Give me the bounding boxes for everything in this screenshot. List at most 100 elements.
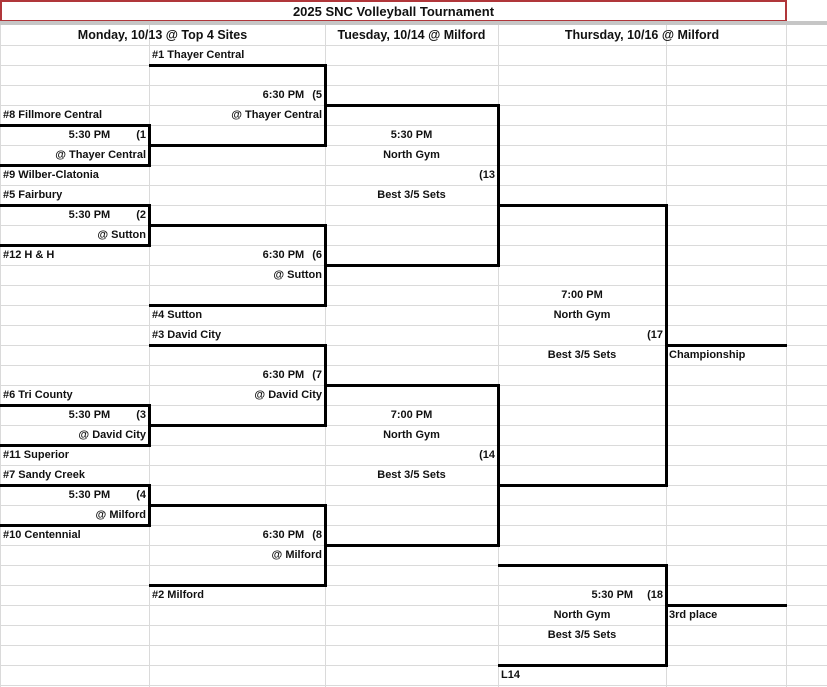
grid-row-line — [0, 225, 827, 226]
bracket-line — [149, 584, 327, 587]
game-time: 5:30 PM(3 — [0, 405, 149, 425]
team-slot[interactable]: #1 Thayer Central — [152, 49, 245, 61]
game-site: @ Sutton — [97, 229, 146, 241]
grid-row-line — [0, 645, 827, 646]
bracket-line — [0, 484, 151, 487]
game-format: Best 3/5 Sets — [377, 189, 446, 201]
time-text: 6:30 PM — [262, 249, 305, 261]
bracket-line — [0, 244, 151, 247]
game-number: (13 — [479, 169, 495, 181]
bracket-line — [497, 104, 500, 267]
grid-row-line — [0, 585, 827, 586]
grid-row-line — [0, 425, 827, 426]
game-time: 5:30 PM (2 — [0, 205, 149, 225]
grid-row-line — [0, 325, 827, 326]
grid-row-line — [0, 665, 827, 666]
bracket-line — [0, 204, 151, 207]
team-slot[interactable]: #4 Sutton — [152, 309, 203, 321]
grid-row-line — [0, 145, 827, 146]
team-slot[interactable]: #11 Superior — [3, 449, 70, 461]
bracket-line — [325, 544, 500, 547]
team-slot[interactable]: #3 David City — [152, 329, 222, 341]
bracket-line — [0, 444, 151, 447]
team-slot[interactable]: #9 Wilber-Clatonia — [3, 169, 99, 181]
game-number: (14 — [479, 449, 495, 461]
grid-row-line — [0, 345, 827, 346]
team-slot[interactable]: #6 Tri County — [3, 389, 73, 401]
bracket-line — [149, 304, 327, 307]
grid-row-line — [0, 605, 827, 606]
bracket-line — [666, 604, 787, 607]
game-time: 5:30 PM(4 — [0, 485, 149, 505]
grid-row-line — [0, 45, 827, 46]
time-text: 5:30 PM — [68, 209, 111, 221]
sheet-title: 2025 SNC Volleyball Tournament — [0, 0, 787, 22]
game-time: 6:30 PM(5 — [149, 85, 325, 105]
grid-row-line — [0, 245, 827, 246]
team-slot[interactable]: #10 Centennial — [3, 529, 81, 541]
bracket-line — [325, 104, 500, 107]
grid-row-line — [0, 365, 827, 366]
game-number: (4 — [136, 489, 146, 501]
team-slot[interactable]: #2 Milford — [152, 589, 204, 601]
game-site: @ Thayer Central — [55, 149, 146, 161]
game-site: @ Milford — [95, 509, 146, 521]
time-text: 5:30 PM — [68, 409, 111, 421]
bracket-line — [0, 404, 151, 407]
grid-row-line — [0, 185, 827, 186]
bracket-line — [498, 204, 668, 207]
grid-row-line — [0, 205, 827, 206]
header-thursday: Thursday, 10/16 @ Milford — [564, 28, 720, 42]
grid-row-line — [0, 305, 827, 306]
team-slot[interactable]: #5 Fairbury — [3, 189, 63, 201]
header-tuesday: Tuesday, 10/14 @ Milford — [337, 28, 486, 42]
grid-row-line — [0, 465, 827, 466]
game-number: (8 — [312, 529, 322, 541]
header-monday: Monday, 10/13 @ Top 4 Sites — [77, 28, 248, 42]
championship-label: Championship — [669, 349, 746, 361]
game-time: 6:30 PM (8 — [149, 525, 325, 545]
time-text: 6:30 PM — [262, 529, 305, 541]
game-site: @ Thayer Central — [231, 109, 322, 121]
grid-row-line — [0, 405, 827, 406]
game-time: 6:30 PM(6 — [149, 245, 325, 265]
bracket-line — [149, 144, 327, 147]
game-time: 5:30 PM (1 — [0, 125, 149, 145]
bracket-line — [0, 164, 151, 167]
game-site: @ David City — [254, 389, 322, 401]
frozen-divider — [0, 21, 827, 25]
game-number: (7 — [312, 369, 322, 381]
third-place-label: 3rd place — [669, 609, 718, 621]
game-time: 6:30 PM (7 — [149, 365, 325, 385]
time-text: 6:30 PM — [262, 369, 305, 381]
bracket-line — [149, 224, 327, 227]
grid-row-line — [0, 565, 827, 566]
team-slot[interactable]: #8 Fillmore Central — [3, 109, 103, 121]
team-slot[interactable]: #7 Sandy Creek — [3, 469, 85, 481]
team-slot[interactable]: L14 — [501, 669, 520, 681]
game-location: North Gym — [383, 429, 440, 441]
game-format: Best 3/5 Sets — [377, 469, 446, 481]
game-site: @ David City — [78, 429, 146, 441]
spreadsheet-grid — [0, 25, 827, 687]
game-location: North Gym — [553, 609, 611, 621]
time-text: 6:30 PM — [262, 89, 305, 101]
game-time: 5:30 PM — [390, 129, 433, 141]
game-number: (2 — [136, 209, 146, 221]
grid-row-line — [0, 525, 827, 526]
bracket-line — [0, 124, 151, 127]
time-text: 5:30 PM — [68, 129, 111, 141]
bracket-line — [0, 524, 151, 527]
grid-row-line — [0, 125, 827, 126]
game-site: @ Sutton — [273, 269, 322, 281]
bracket-line — [149, 344, 327, 347]
game-format: Best 3/5 Sets — [547, 349, 617, 361]
grid-row-line — [0, 685, 827, 686]
grid-row-line — [0, 85, 827, 86]
bracket-line — [149, 64, 327, 67]
game-location: North Gym — [553, 309, 611, 321]
team-slot[interactable]: #12 H & H — [3, 249, 55, 261]
game-number: (1 — [136, 129, 146, 141]
grid-row-line — [0, 285, 827, 286]
game-time: 7:00 PM — [390, 409, 433, 421]
